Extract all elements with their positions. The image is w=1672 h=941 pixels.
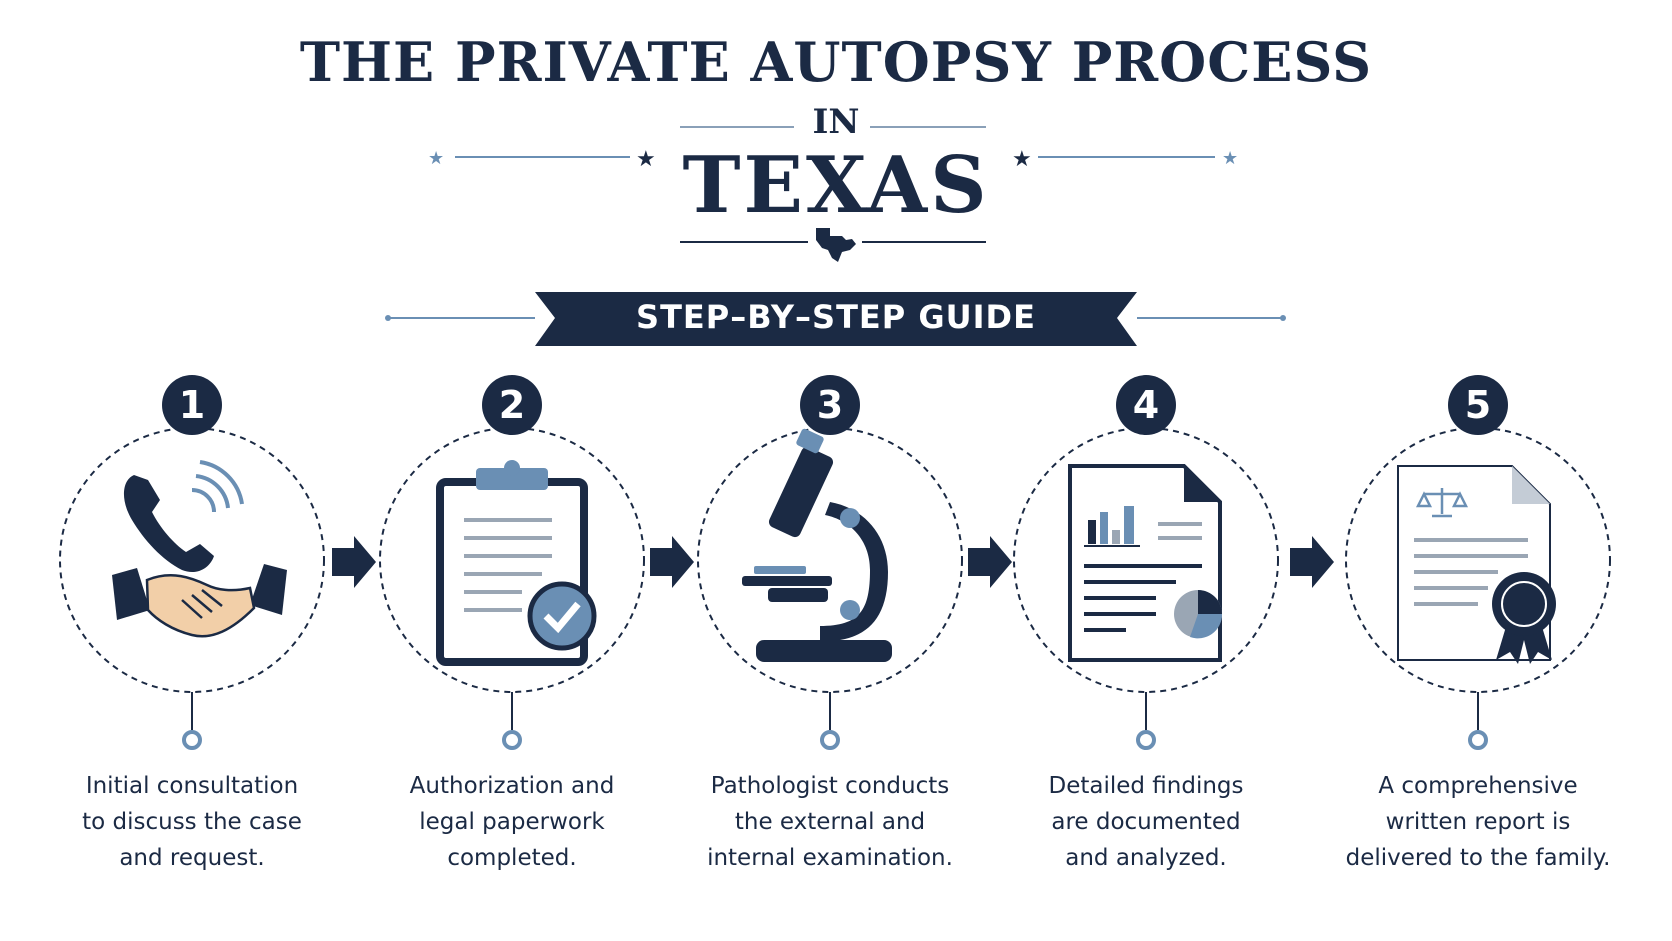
step-1-number: 1 (178, 383, 206, 427)
step-5-line-1: A comprehensive (1378, 773, 1578, 799)
step-4-node (1136, 730, 1156, 750)
title-state-word: TEXAS (682, 140, 990, 231)
step-5-line-3: delivered to the family. (1345, 845, 1611, 871)
report-chart-icon (1068, 464, 1223, 662)
step-1-badge (162, 375, 222, 435)
step-5-node (1468, 730, 1488, 750)
step-3-node (820, 730, 840, 750)
microscope-icon (742, 428, 892, 662)
step-5-description: A comprehensive written report is delive… (1333, 768, 1623, 876)
arrow-right-icon (1290, 536, 1334, 588)
step-4-line-1: Detailed findings (1048, 773, 1244, 799)
certificate-seal-icon (1397, 465, 1556, 664)
step-2-line-2: legal paperwork (419, 809, 605, 835)
step-3-badge (800, 375, 860, 435)
step-2-badge (482, 375, 542, 435)
step-1-line-2: to discuss the case (82, 809, 302, 835)
step-4-badge (1116, 375, 1176, 435)
banner-left-dot (385, 315, 391, 321)
banner-right-dot (1280, 315, 1286, 321)
step-5-line-2: written report is (1385, 809, 1571, 835)
arrow-right-icon (332, 536, 376, 588)
step-4-description: Detailed findings are documented and ana… (1001, 768, 1291, 876)
step-4-number: 4 (1132, 383, 1160, 427)
step-3-line-3: internal examination. (707, 845, 953, 871)
banner-label: STEP–BY–STEP GUIDE (636, 298, 1036, 336)
step-4-line-2: are documented (1051, 809, 1241, 835)
page-title: THE PRIVATE AUTOPSY PROCESS (299, 30, 1373, 94)
step-3-line-1: Pathologist conducts (710, 773, 950, 799)
step-3-line-2: the external and (734, 809, 926, 835)
arrow-right-icon (650, 536, 694, 588)
star-icon: ★ (1222, 148, 1238, 169)
step-2 (379, 375, 645, 750)
step-2-line-3: completed. (447, 845, 577, 871)
step-1-line-3: and request. (119, 845, 265, 871)
step-4-line-3: and analyzed. (1065, 845, 1227, 871)
step-3 (697, 375, 963, 750)
step-1-line-1: Initial consultation (85, 773, 299, 799)
step-2-description: Authorization and legal paperwork comple… (367, 768, 657, 876)
phone-handshake-icon (112, 460, 287, 638)
step-1-node (182, 730, 202, 750)
star-icon: ★ (428, 148, 444, 169)
step-5-number: 5 (1464, 383, 1492, 427)
step-2-node (502, 730, 522, 750)
step-1 (59, 375, 325, 750)
step-5 (1345, 375, 1611, 750)
star-icon: ★ (1012, 147, 1032, 172)
step-3-number: 3 (816, 383, 844, 427)
texas-state-icon (816, 228, 856, 262)
step-2-line-1: Authorization and (409, 773, 615, 799)
clipboard-check-icon (436, 460, 597, 666)
step-2-number: 2 (498, 383, 526, 427)
title-in-word: IN (812, 102, 860, 142)
step-5-badge (1448, 375, 1508, 435)
star-icon: ★ (636, 147, 656, 172)
step-4 (1013, 375, 1279, 750)
step-1-description: Initial consultation to discuss the case… (47, 768, 337, 876)
step-3-description: Pathologist conducts the external and in… (685, 768, 975, 876)
arrow-right-icon (968, 536, 1012, 588)
banner-ribbon (535, 292, 1137, 346)
